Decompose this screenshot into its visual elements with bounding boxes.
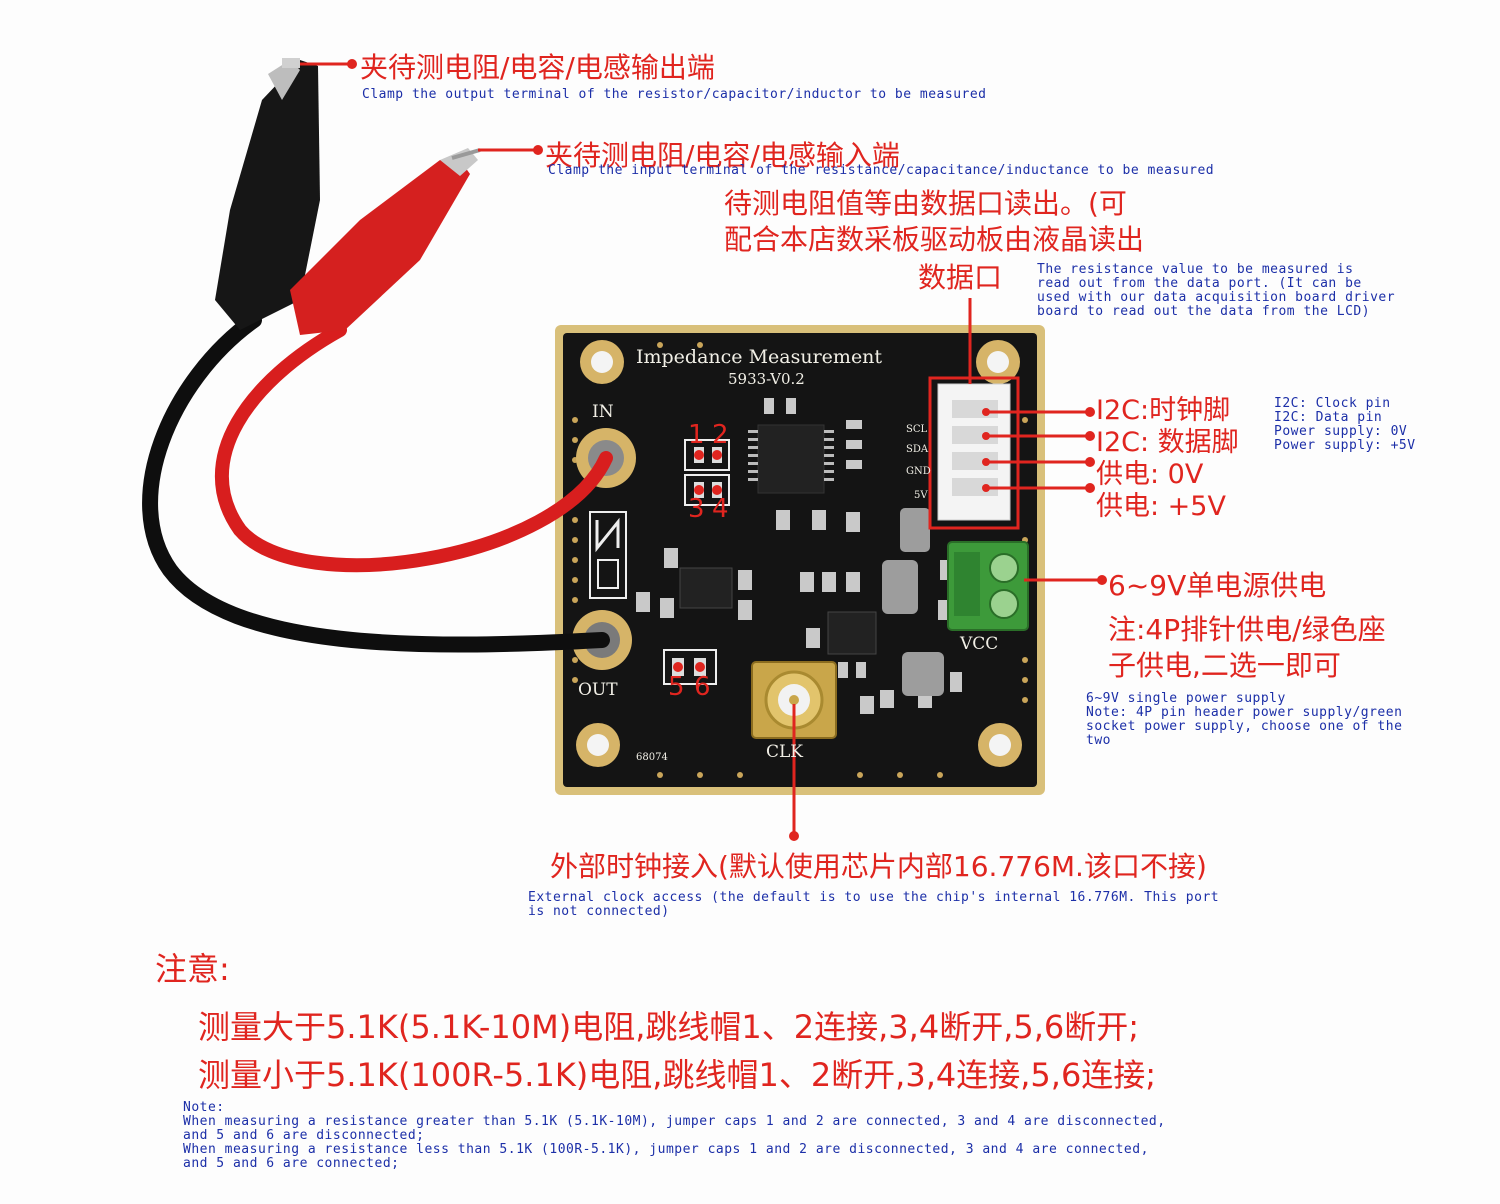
red-alligator-clip (290, 148, 481, 335)
external-clock-label: 外部时钟接入(默认使用芯片内部16.776M.该口不接) (550, 850, 1207, 883)
single-supply-label: 6~9V单电源供电 (1108, 569, 1327, 602)
regulator-chip (827, 611, 877, 655)
capacitor (882, 560, 918, 614)
supply-note-line1: 注:4P排针供电/绿色座 (1108, 613, 1386, 646)
clamp-input-label: 夹待测电阻/电容/电感输入端 (545, 139, 900, 172)
jumper-number-2: 2 (712, 420, 729, 450)
black-alligator-clip (215, 58, 320, 330)
mounting-hole (576, 723, 620, 767)
notice-line-greater: 测量大于5.1K(5.1K-10M)电阻,跳线帽1、2连接,3,4断开,5,6断… (198, 1008, 1140, 1046)
in-label: IN (592, 402, 614, 422)
data-port-label-line3: 数据口 (918, 261, 1003, 294)
serial-number: 68074 (636, 752, 668, 763)
pin-scl-label: SCL (906, 424, 928, 435)
notice-translation: Note: When measuring a resistance greate… (183, 1100, 1166, 1171)
pin-header-4p (937, 383, 1011, 521)
pcb-board (555, 325, 1045, 795)
pin-5v-label: 5V (914, 490, 928, 501)
i2c-data-pin-label: I2C: 数据脚 (1096, 427, 1239, 458)
power-terminal-block (947, 541, 1029, 631)
op-amp-chip (679, 567, 733, 609)
jumper-header-3-4 (684, 474, 730, 506)
jumper-number-3: 3 (688, 494, 705, 524)
main-ic-chip (757, 424, 825, 494)
sma-clock-connector (751, 661, 837, 739)
jumper-number-1: 1 (688, 420, 705, 450)
power-0v-label: 供电: 0V (1096, 459, 1204, 490)
vcc-label: VCC (960, 634, 999, 654)
supply-note-line2: 子供电,二选一即可 (1108, 649, 1341, 682)
notice-title: 注意: (155, 950, 230, 988)
out-label: OUT (578, 680, 618, 700)
pin-gnd-label: GND (906, 466, 931, 477)
board-version: 5933-V0.2 (728, 370, 805, 388)
jumper-number-5: 5 (668, 672, 685, 702)
capacitor (902, 652, 944, 696)
black-wire (142, 312, 610, 653)
clamp-output-label: 夹待测电阻/电容/电感输出端 (360, 51, 715, 84)
clk-label: CLK (766, 742, 803, 762)
jumper-number-4: 4 (712, 494, 729, 524)
clamp-input-translation: Clamp the input terminal of the resistan… (548, 163, 1215, 178)
mounting-hole (976, 340, 1020, 384)
data-port-translation: The resistance value to be measured is r… (1037, 262, 1396, 319)
capacitor (900, 508, 930, 552)
i2c-clock-pin-label: I2C:时钟脚 (1096, 395, 1231, 426)
notice-line-less: 测量小于5.1K(100R-5.1K)电阻,跳线帽1、2断开,3,4连接,5,6… (198, 1056, 1157, 1094)
clamp-output-translation: Clamp the output terminal of the resisto… (362, 87, 987, 102)
jumper-header-1-2 (684, 439, 730, 471)
jumper-number-6: 6 (694, 672, 711, 702)
supply-translation: 6~9V single power supply Note: 4P pin he… (1086, 691, 1403, 748)
power-5v-label: 供电: +5V (1096, 491, 1226, 522)
mounting-hole (580, 340, 624, 384)
jumper-header-5-6 (663, 649, 717, 685)
external-clock-translation: External clock access (the default is to… (528, 890, 1220, 919)
board-title: Impedance Measurement (636, 346, 883, 368)
mounting-hole (978, 723, 1022, 767)
pins-translation: I2C: Clock pin I2C: Data pin Power suppl… (1274, 396, 1416, 453)
data-port-label-line2: 配合本店数采板驱动板由液晶读出 (724, 223, 1145, 256)
pin-sda-label: SDA (906, 444, 929, 455)
red-wire (214, 323, 613, 573)
data-port-label-line1: 待测电阻值等由数据口读出。(可 (724, 187, 1127, 220)
